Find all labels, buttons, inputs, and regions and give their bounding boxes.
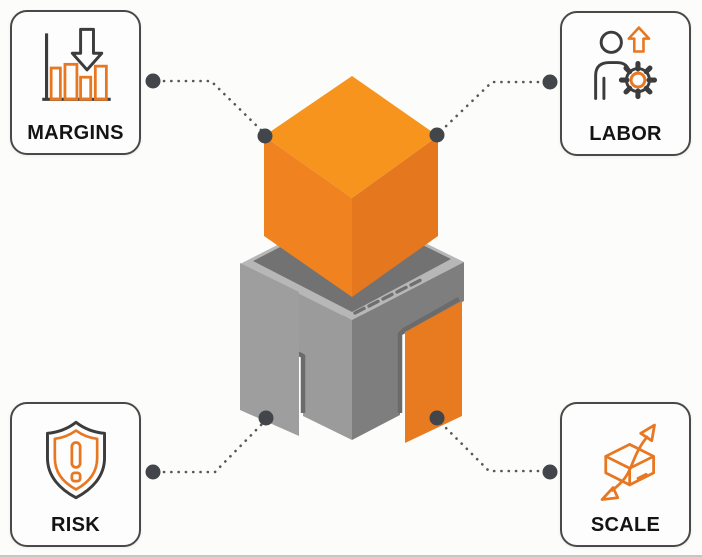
dot-base-left (258, 410, 274, 426)
base-left-door (240, 263, 299, 436)
card-margins: MARGINS (10, 10, 141, 155)
connector-line-top-left (162, 79, 264, 133)
connector-line-bottom-right (439, 421, 541, 473)
bottom-divider (0, 555, 702, 557)
down-arrow-icon (70, 27, 103, 72)
cube-right-face (352, 136, 438, 297)
bar-1 (49, 66, 62, 101)
dot-cube-left (257, 128, 273, 144)
card-risk: RISK (10, 402, 141, 547)
orange-cube (264, 76, 438, 297)
curved-arrow (610, 435, 649, 492)
box-left (603, 454, 631, 487)
bar-2 (63, 62, 78, 101)
base-right-face (352, 262, 464, 440)
shield-alert-icon (45, 420, 106, 500)
exclamation-bar (69, 441, 82, 469)
card-label-scale: SCALE (590, 514, 661, 536)
base-right-groove (397, 297, 461, 413)
person-body (593, 61, 629, 100)
dot-base-right (429, 410, 445, 426)
box-right (627, 454, 655, 487)
bar-4 (93, 64, 108, 101)
bar-chart-decline-icon (41, 27, 111, 101)
card-labor: LABOR (560, 11, 691, 156)
card-label-risk: RISK (51, 514, 100, 536)
bar-3 (78, 75, 92, 101)
dot-card-margins (145, 73, 161, 89)
cube-top-face (264, 76, 438, 198)
person-head (599, 30, 623, 54)
gear-teeth (618, 60, 657, 100)
box-expand-arrows-icon (600, 423, 656, 501)
up-arrow-icon (626, 26, 650, 53)
shield-outer (45, 420, 106, 500)
arrowhead-up (638, 423, 656, 443)
dot-card-labor (542, 74, 558, 90)
dot-cube-right (429, 127, 445, 143)
box-top (603, 442, 655, 470)
arrowhead-down (600, 486, 619, 501)
worker-gear-growth-icon (593, 26, 657, 100)
card-label-labor: LABOR (589, 123, 662, 145)
connector-line-top-right (439, 80, 540, 133)
card-label-margins: MARGINS (27, 122, 124, 144)
dot-card-scale (542, 464, 558, 480)
cube-left-face (264, 136, 352, 297)
base-vent-dashes (353, 278, 422, 315)
base-right-door-orange (405, 301, 462, 443)
gear-center (629, 71, 646, 89)
box-mark (636, 472, 648, 480)
connector-dots (145, 73, 558, 480)
connectors (162, 79, 541, 474)
exclamation-dot (69, 471, 82, 483)
card-scale: SCALE (560, 402, 691, 547)
connector-line-bottom-left (162, 421, 265, 474)
dot-card-risk (145, 464, 161, 480)
shield-inner (53, 429, 98, 491)
